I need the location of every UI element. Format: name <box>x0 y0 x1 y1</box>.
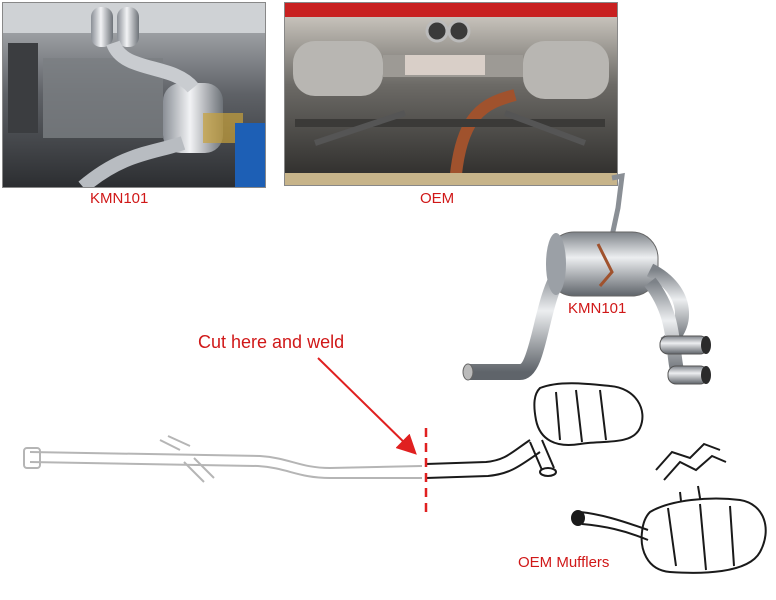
cut-instruction-label: Cut here and weld <box>198 332 345 352</box>
kmn101-muffler-illustration <box>462 172 711 385</box>
kmn101-photo-caption: KMN101 <box>90 190 149 207</box>
front-pipe-illustration <box>23 435 423 483</box>
oem-installed-photo <box>284 2 618 186</box>
oem-mufflers-illustration <box>571 442 767 574</box>
oem-photo-art <box>285 3 617 185</box>
kmn101-diagram-label: KMN101 <box>568 300 627 317</box>
oem-mufflers-label: OEM Mufflers <box>518 554 610 571</box>
cut-arrow <box>317 357 417 455</box>
kmn101-installed-photo <box>2 2 266 188</box>
oem-photo-caption: OEM <box>420 190 455 207</box>
kmn101-photo-art <box>3 3 265 187</box>
rear-section-illustration <box>425 382 644 479</box>
